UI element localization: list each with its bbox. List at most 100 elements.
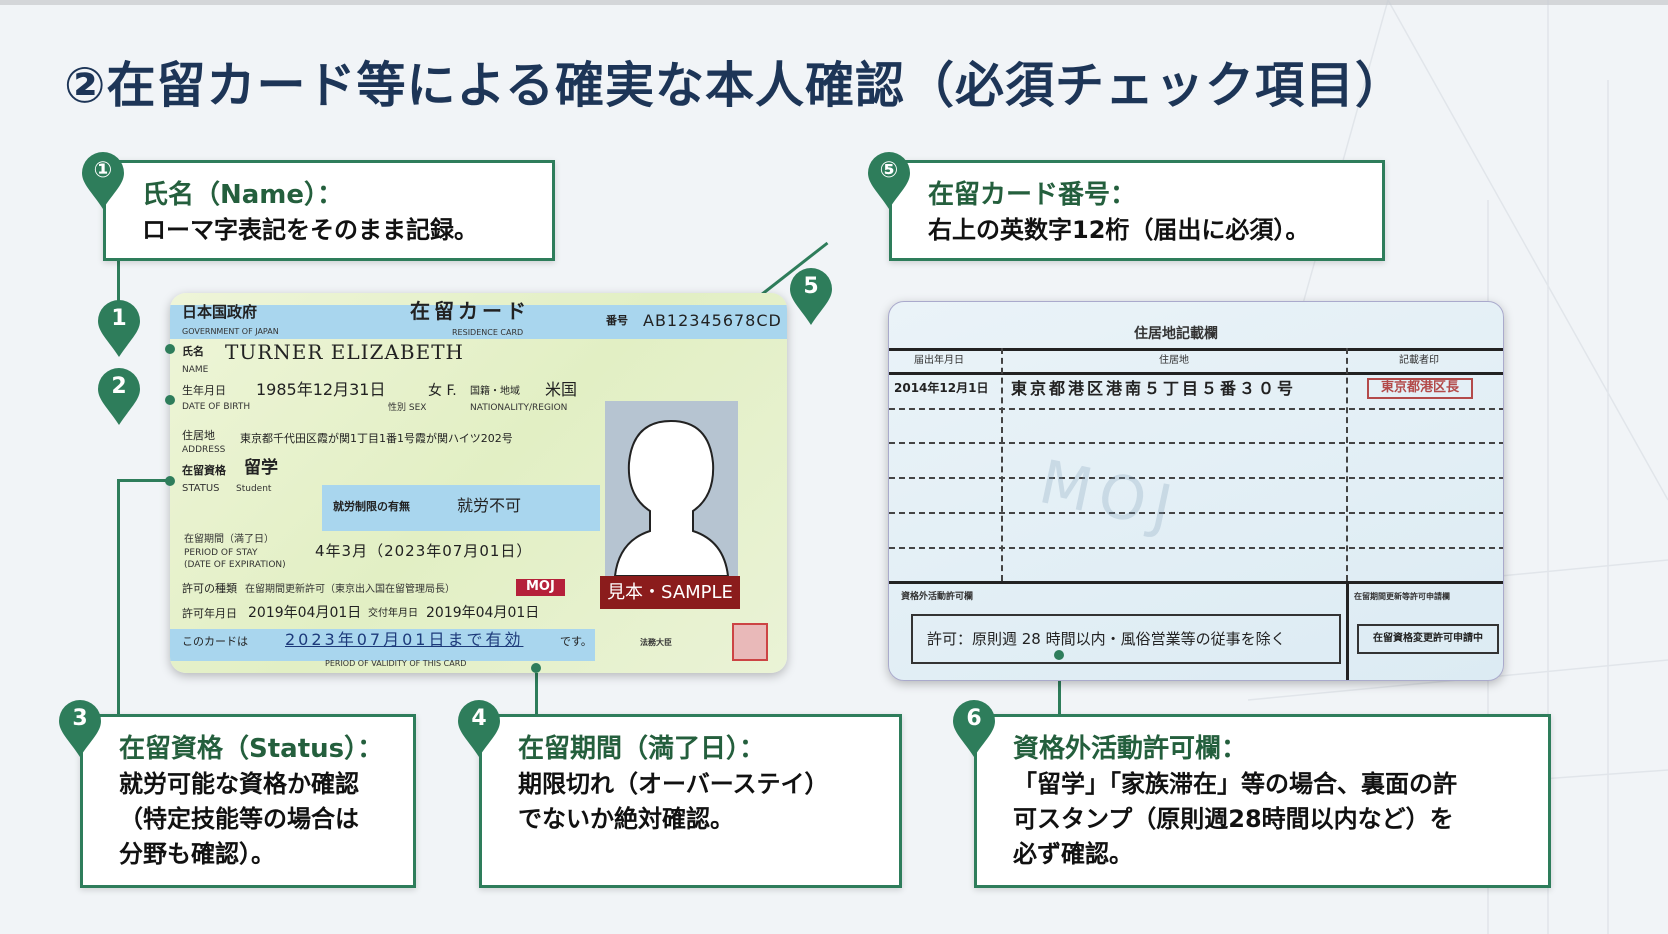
row-date: 2014年12月1日 bbox=[894, 381, 989, 395]
validity-date: 2023年07月01日まで有効 bbox=[285, 630, 524, 649]
permit-type-label: 許可の種類 bbox=[182, 582, 237, 595]
apply-label: 在留期間更新等許可申請欄 bbox=[1354, 592, 1450, 601]
pin-number: 3 bbox=[72, 706, 88, 731]
callout-heading: 在留資格（Status）： bbox=[119, 734, 384, 764]
top-bar bbox=[0, 0, 1668, 5]
nationality-label: 国籍・地域 bbox=[470, 386, 520, 397]
photo-placeholder bbox=[605, 401, 738, 577]
callout-work-permit: 資格外活動許可欄： 「留学」「家族滞在」等の場合、裏面の許 可スタンプ（原則週2… bbox=[974, 714, 1551, 888]
marker-dot-6 bbox=[1054, 650, 1064, 660]
callout-body: 分野も確認）。 bbox=[119, 840, 275, 868]
person-silhouette-icon bbox=[613, 419, 730, 577]
map-pin-icon: ① bbox=[80, 152, 126, 210]
callout-body: 可スタンプ（原則週28時間以内など）を bbox=[1013, 805, 1454, 833]
pin-number: 4 bbox=[471, 706, 487, 731]
validity-band bbox=[170, 629, 595, 661]
permit-label: 資格外活動許可欄 bbox=[901, 592, 974, 602]
issuer: 法務大臣 bbox=[640, 638, 672, 647]
residence-card-back: 住居地記載欄 届出年月日 住居地 記載者印 2014年12月1日 東京都港区港南… bbox=[888, 301, 1504, 681]
callout-body: （特定技能等の場合は bbox=[119, 805, 359, 833]
header-band bbox=[170, 305, 787, 339]
sample-label: 見本・SAMPLE bbox=[600, 576, 740, 609]
number-label: 番号 bbox=[606, 314, 628, 327]
period-label-en2: (DATE OF EXPIRATION) bbox=[184, 560, 286, 570]
map-pin-icon: ⑤ bbox=[866, 152, 912, 210]
dob-label: 生年月日 bbox=[182, 384, 226, 397]
map-pin-icon: 1 bbox=[96, 300, 142, 358]
gov-label: 日本国政府 bbox=[182, 303, 258, 321]
pin-number: 1 bbox=[111, 306, 127, 331]
col-address: 住居地 bbox=[1159, 355, 1189, 366]
pin-number: 5 bbox=[803, 274, 819, 299]
application-stamp: 在留資格変更許可申請中 bbox=[1357, 624, 1499, 654]
dob: 1985年12月31日 bbox=[256, 380, 386, 399]
nationality: 米国 bbox=[545, 380, 578, 399]
card-title: 在留カード bbox=[410, 299, 530, 323]
dob-label-en: DATE OF BIRTH bbox=[182, 402, 251, 412]
card-title-en: RESIDENCE CARD bbox=[452, 328, 524, 337]
callout-body: 就労可能な資格か確認 bbox=[119, 770, 359, 798]
callout-heading: 在留カード番号： bbox=[928, 180, 1137, 210]
period-of-stay: 4年3月（2023年07月01日） bbox=[315, 542, 533, 560]
marker-dot-3 bbox=[165, 476, 175, 486]
issue-date-label: 交付年月日 bbox=[368, 608, 418, 619]
validity-prefix: このカードは bbox=[182, 635, 248, 648]
permit-date: 2019年04月01日 bbox=[248, 605, 362, 621]
callout-body: 右上の英数字12桁（届出に必須）。 bbox=[928, 216, 1310, 244]
callout-card-number: 在留カード番号： 右上の英数字12桁（届出に必須）。 bbox=[889, 160, 1385, 261]
official-seal bbox=[732, 623, 768, 661]
holder-name: TURNER ELIZABETH bbox=[225, 340, 464, 364]
col-date: 届出年月日 bbox=[914, 355, 964, 366]
map-pin-icon: 5 bbox=[788, 268, 834, 326]
row-address: 東京都港区港南５丁目５番３０号 bbox=[1011, 379, 1297, 398]
callout-heading: 在留期間（満了日）： bbox=[518, 734, 766, 764]
address: 東京都千代田区霞が関1丁目1番1号霞が関ハイツ202号 bbox=[240, 432, 513, 445]
sex-label: 性別 SEX bbox=[388, 403, 427, 413]
connector-line-3h bbox=[117, 479, 170, 482]
period-label: 在留期間（満了日） bbox=[184, 534, 274, 545]
callout-name: 氏名（Name）： ローマ字表記をそのまま記録。 bbox=[103, 160, 555, 261]
moj-logo: MOJ bbox=[516, 579, 565, 596]
work-permit-stamp: 許可：原則週 28 時間以内・風俗営業等の従事を除く bbox=[911, 614, 1341, 664]
status: 留学 bbox=[244, 458, 278, 478]
watermark: MOJ bbox=[1033, 447, 1186, 545]
permit-date-label: 許可年月日 bbox=[182, 607, 237, 620]
status-label-en: STATUS bbox=[182, 483, 220, 494]
permit-type: 在留期間更新許可（東京出入国在留管理局長） bbox=[245, 584, 455, 595]
address-label: 住居地 bbox=[182, 429, 215, 442]
address-section-title: 住居地記載欄 bbox=[1134, 326, 1218, 342]
card-number: AB12345678CD bbox=[643, 311, 782, 330]
gov-label-en: GOVERNMENT OF JAPAN bbox=[182, 327, 279, 336]
work-band bbox=[322, 485, 600, 531]
nationality-label-en: NATIONALITY/REGION bbox=[470, 403, 568, 413]
marker-dot-1 bbox=[165, 344, 175, 354]
callout-period: 在留期間（満了日）： 期限切れ（オーバーステイ） でないか絶対確認。 bbox=[479, 714, 902, 888]
map-pin-icon: 4 bbox=[456, 700, 502, 758]
map-pin-icon: 2 bbox=[96, 368, 142, 426]
residence-card-front: 日本国政府 GOVERNMENT OF JAPAN 在留カード RESIDENC… bbox=[170, 293, 787, 673]
callout-body: 期限切れ（オーバーステイ） bbox=[518, 770, 829, 798]
pin-number: ① bbox=[93, 158, 113, 183]
name-label: 氏名 bbox=[182, 345, 204, 358]
map-pin-icon: 6 bbox=[951, 700, 997, 758]
period-label-en: PERIOD OF STAY bbox=[184, 548, 258, 558]
pin-number: ⑤ bbox=[879, 158, 899, 183]
marker-dot-2 bbox=[165, 395, 175, 405]
callout-heading: 資格外活動許可欄： bbox=[1013, 734, 1248, 764]
col-stamp: 記載者印 bbox=[1399, 355, 1439, 366]
work-restriction: 就労不可 bbox=[457, 496, 522, 515]
callout-body: でないか絶対確認。 bbox=[518, 805, 734, 833]
marker-dot-4 bbox=[531, 663, 541, 673]
work-label: 就労制限の有無 bbox=[333, 500, 410, 513]
address-label-en: ADDRESS bbox=[182, 445, 226, 455]
callout-heading: 氏名（Name）： bbox=[142, 180, 344, 210]
pin-number: 2 bbox=[111, 374, 127, 399]
issue-date: 2019年04月01日 bbox=[426, 605, 540, 621]
row-stamp: 東京都港区長 bbox=[1367, 378, 1474, 399]
validity-suffix: です。 bbox=[560, 635, 592, 648]
validity-label-en: PERIOD OF VALIDITY OF THIS CARD bbox=[325, 659, 467, 668]
status-label: 在留資格 bbox=[182, 464, 226, 477]
callout-body: 必ず確認。 bbox=[1013, 840, 1133, 868]
connector-line-3 bbox=[117, 480, 120, 720]
name-label-en: NAME bbox=[182, 365, 209, 375]
